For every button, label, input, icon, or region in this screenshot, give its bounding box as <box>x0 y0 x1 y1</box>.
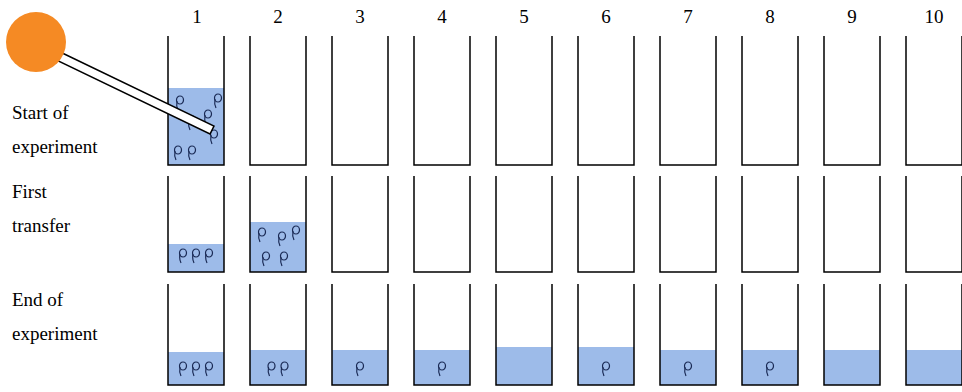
beaker <box>660 36 716 165</box>
beaker <box>660 176 716 272</box>
column-number: 5 <box>504 6 544 28</box>
organism <box>293 226 300 240</box>
organism <box>206 362 213 376</box>
column-number: 6 <box>586 6 626 28</box>
organism <box>193 249 200 263</box>
organism <box>215 94 222 108</box>
beaker <box>742 284 798 385</box>
organism <box>603 362 610 376</box>
column-number: 8 <box>750 6 790 28</box>
beaker <box>906 36 962 165</box>
organism <box>193 362 200 376</box>
beaker <box>496 36 552 165</box>
liquid <box>742 350 798 385</box>
liquid <box>250 222 306 272</box>
liquid <box>824 350 880 385</box>
beaker <box>578 36 634 165</box>
beaker <box>168 284 224 385</box>
column-number: 10 <box>914 6 954 28</box>
row-label: End of experiment <box>12 283 108 351</box>
beaker <box>250 284 306 385</box>
beaker <box>578 284 634 385</box>
column-number: 1 <box>177 6 217 28</box>
organism <box>279 232 286 246</box>
beaker-grid <box>168 36 962 385</box>
organism <box>180 249 187 263</box>
beaker <box>660 284 716 385</box>
liquid <box>496 347 552 385</box>
beaker <box>496 284 552 385</box>
row-label: First transfer <box>12 175 108 243</box>
pipette-bulb <box>6 12 66 72</box>
beaker <box>742 36 798 165</box>
organism <box>439 362 446 376</box>
column-number: 4 <box>422 6 462 28</box>
beaker <box>414 36 470 165</box>
liquid <box>250 350 306 385</box>
beaker <box>332 176 388 272</box>
row-label: Start of experiment <box>12 96 108 164</box>
organism <box>357 362 364 376</box>
beaker <box>332 284 388 385</box>
organism <box>189 146 196 160</box>
beaker <box>824 176 880 272</box>
liquid <box>578 347 634 385</box>
beaker <box>168 36 224 165</box>
beaker <box>906 284 962 385</box>
organism <box>180 362 187 376</box>
column-number: 9 <box>832 6 872 28</box>
beaker <box>414 284 470 385</box>
liquid <box>906 350 962 385</box>
column-number: 3 <box>340 6 380 28</box>
liquid <box>660 350 716 385</box>
liquid <box>168 352 224 385</box>
liquid <box>414 350 470 385</box>
beaker <box>250 36 306 165</box>
organism <box>268 362 275 376</box>
liquid <box>168 244 224 272</box>
column-number: 2 <box>258 6 298 28</box>
liquid <box>332 350 388 385</box>
organism <box>281 252 288 266</box>
beaker <box>332 36 388 165</box>
beaker <box>578 176 634 272</box>
beaker <box>824 36 880 165</box>
beaker <box>824 284 880 385</box>
pipette-tube <box>52 50 214 134</box>
column-number: 7 <box>668 6 708 28</box>
organism <box>175 146 182 160</box>
organism <box>685 362 692 376</box>
organism <box>259 228 266 242</box>
organism <box>767 362 774 376</box>
beaker <box>742 176 798 272</box>
organism <box>281 362 288 376</box>
beaker <box>250 176 306 272</box>
beaker <box>168 176 224 272</box>
beaker <box>414 176 470 272</box>
organism <box>206 249 213 263</box>
organism <box>263 252 270 266</box>
beaker <box>496 176 552 272</box>
beaker <box>906 176 962 272</box>
